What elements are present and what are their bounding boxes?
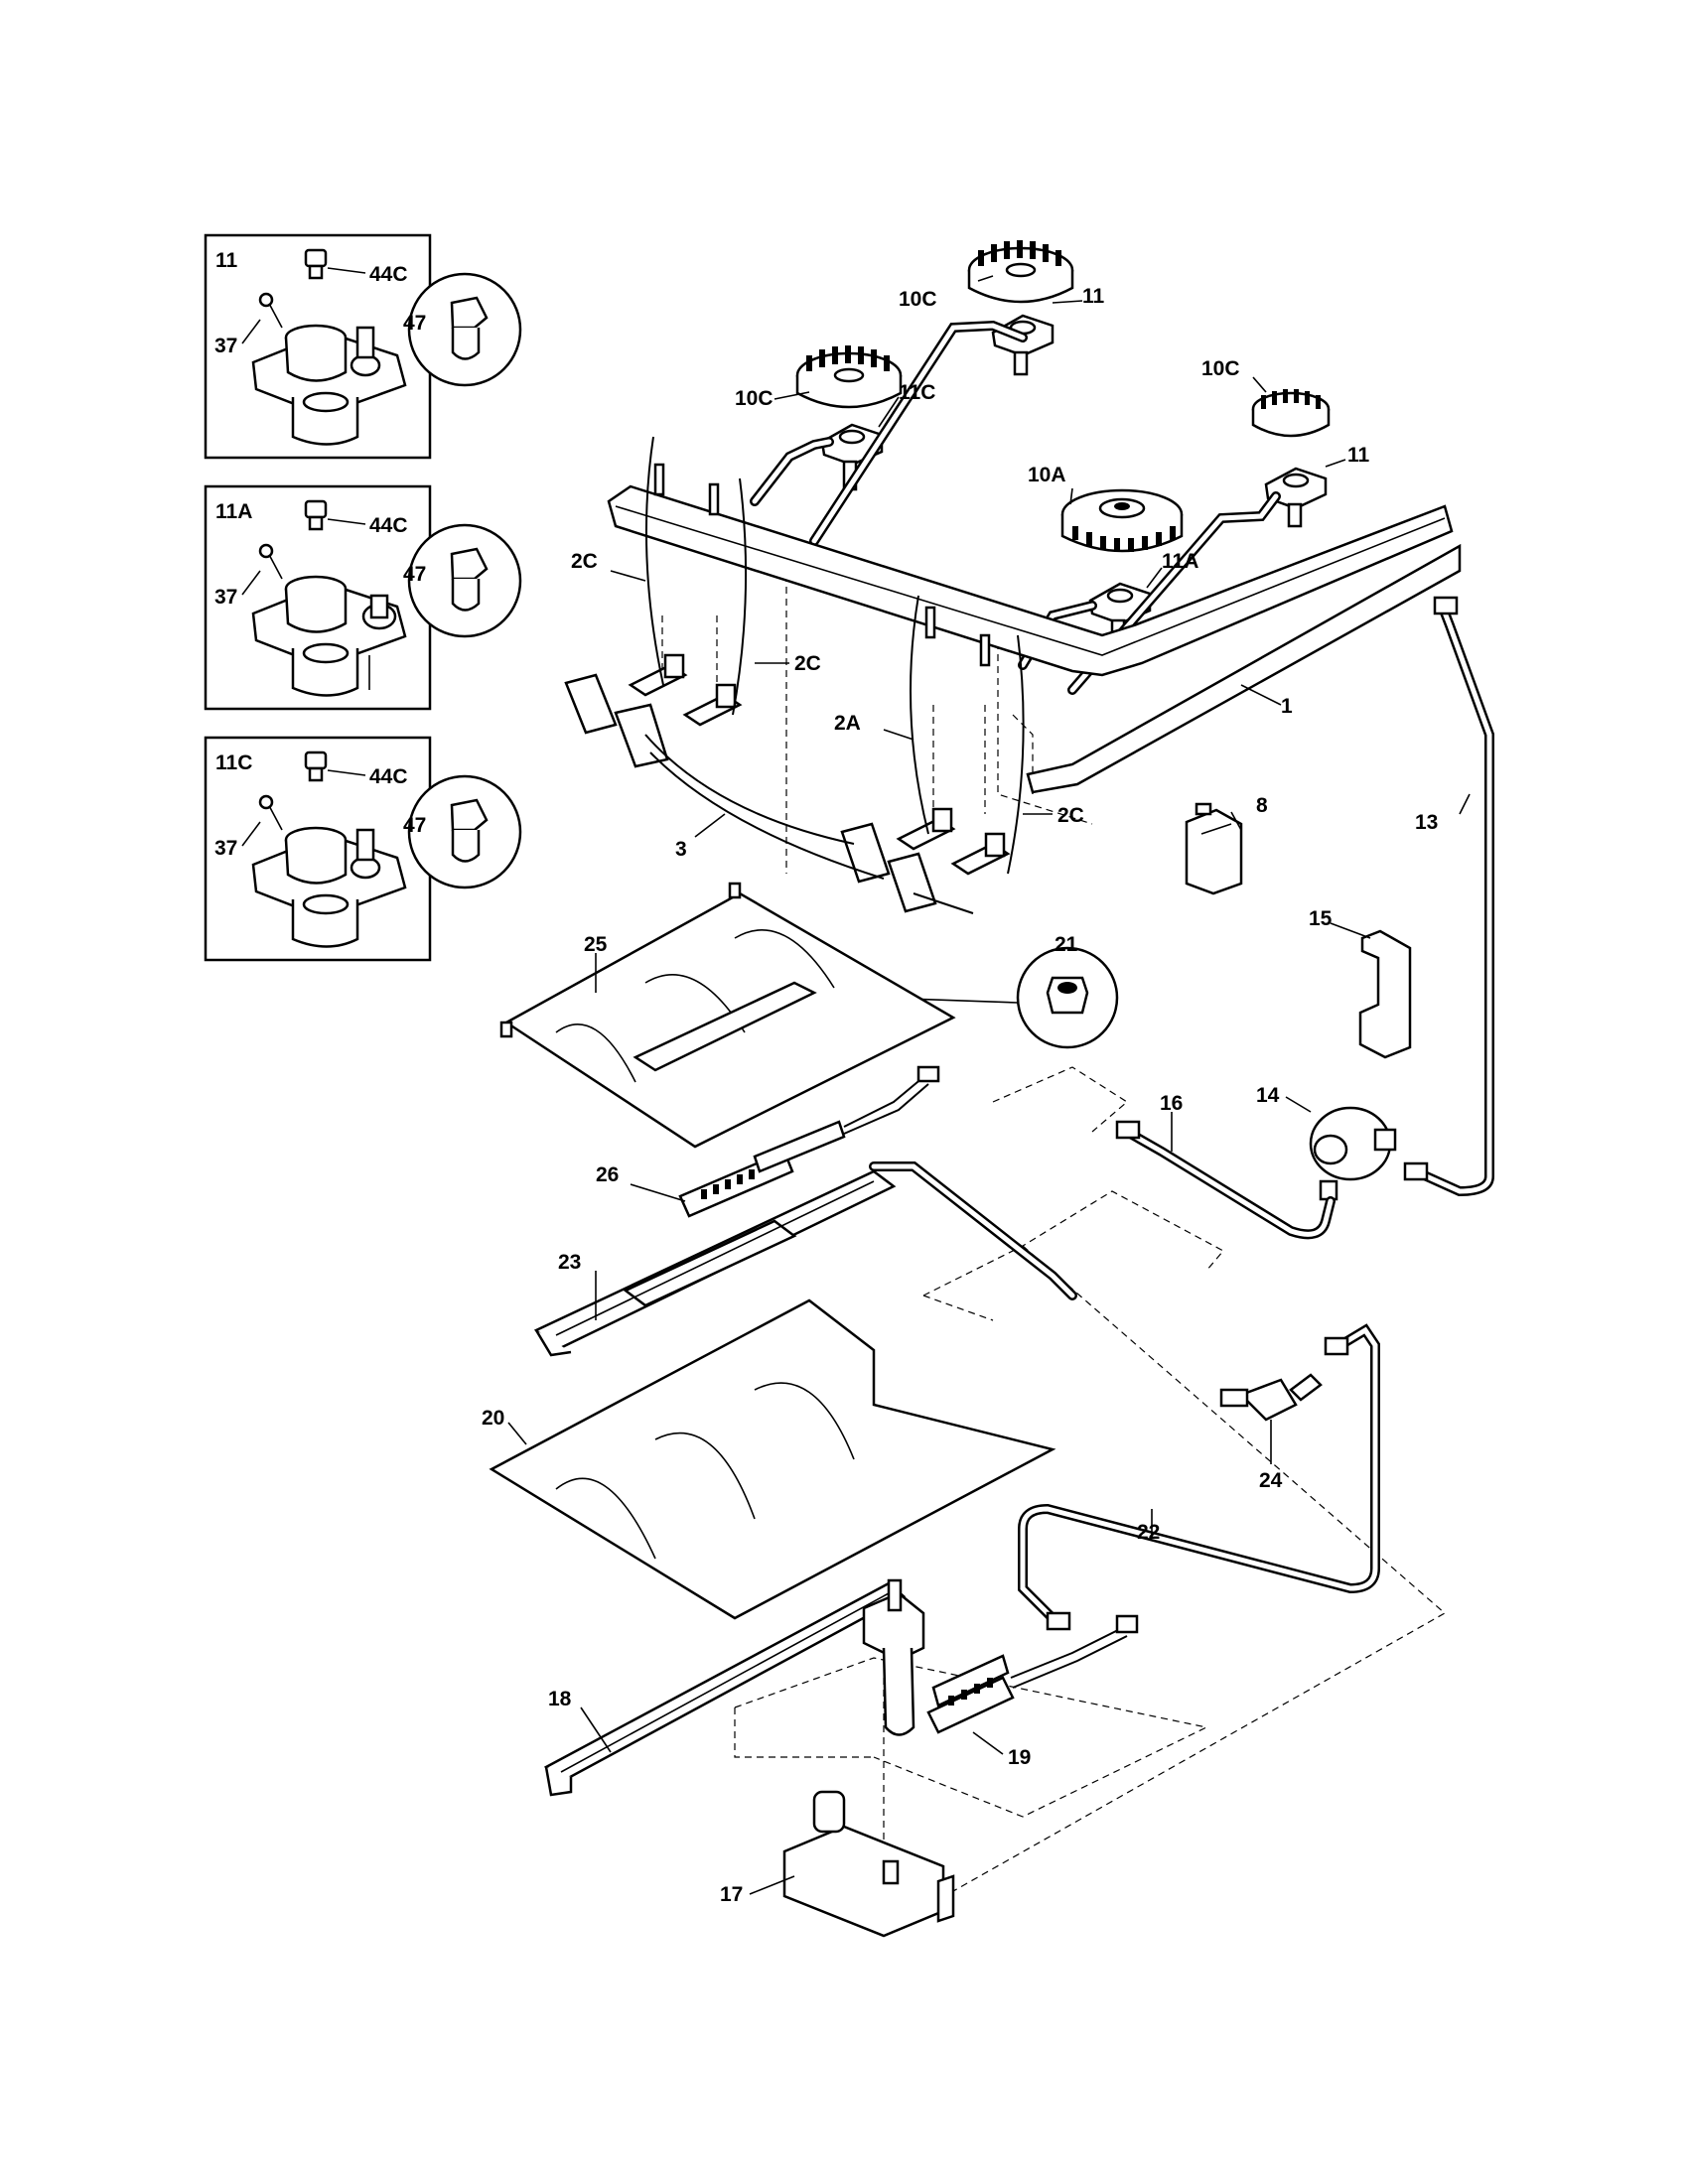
manifold-1 xyxy=(607,484,1462,794)
burner-cap-10c-top xyxy=(967,240,1074,304)
callout-21: 21 xyxy=(1055,933,1078,956)
gas-tube-22 xyxy=(1018,1323,1380,1631)
burner-cap-10c-right xyxy=(1251,389,1331,438)
inset-11c: 11C 44C 37 47 xyxy=(204,736,522,962)
callout-8: 8 xyxy=(1256,794,1268,817)
callout-25: 25 xyxy=(584,933,608,956)
callout-1: 1 xyxy=(1281,695,1293,718)
inset-11a-title: 11A xyxy=(215,500,252,523)
inset-11a-label-47: 47 xyxy=(403,563,426,586)
inset-11a: 11A 44C 37 47 xyxy=(204,484,522,711)
callout-20: 20 xyxy=(482,1407,504,1430)
callout-22: 22 xyxy=(1137,1521,1160,1544)
callout-17: 17 xyxy=(720,1883,743,1906)
orifice-24 xyxy=(1219,1373,1323,1422)
inset-11c-label-47: 47 xyxy=(403,814,426,837)
callout-10c-top: 10C xyxy=(899,288,937,311)
spark-module-8 xyxy=(1185,802,1243,895)
gas-tube-16 xyxy=(1115,1120,1336,1240)
wire-harness-3 xyxy=(564,673,974,914)
callout-11-right: 11 xyxy=(1347,444,1370,467)
callout-2c-middle: 2C xyxy=(794,652,821,675)
bake-shield-20 xyxy=(489,1298,1056,1620)
callout-11a: 11A xyxy=(1162,550,1198,573)
callout-15: 15 xyxy=(1309,907,1333,930)
bracket-15 xyxy=(1358,929,1412,1059)
igniter-26 xyxy=(678,1065,940,1218)
inset-11-title: 11 xyxy=(215,249,238,272)
callout-10c-right: 10C xyxy=(1201,357,1240,380)
callout-10a: 10A xyxy=(1028,464,1066,486)
callout-19: 19 xyxy=(1008,1746,1031,1769)
callout-labels: 10C 11 10C 11C 10C 11 10A 11A 2C 2C 2A 2… xyxy=(482,285,1438,1906)
bake-burner-23 xyxy=(533,1161,1077,1357)
ignition-wires xyxy=(644,436,1025,875)
callout-23: 23 xyxy=(558,1251,581,1274)
inset-11-label-44c: 44C xyxy=(369,263,408,286)
callout-2c-right: 2C xyxy=(1057,804,1084,827)
callout-14: 14 xyxy=(1256,1084,1280,1107)
callout-26: 26 xyxy=(596,1163,619,1186)
callout-3: 3 xyxy=(675,838,687,861)
assembly-guide-lines xyxy=(661,551,1447,1892)
callout-24: 24 xyxy=(1259,1469,1283,1492)
nut-21-callout xyxy=(715,946,1119,1049)
broil-burner-18 xyxy=(543,1578,925,1797)
gas-tube-13 xyxy=(1403,596,1494,1197)
callout-16: 16 xyxy=(1160,1092,1183,1115)
callout-11-top: 11 xyxy=(1082,285,1105,308)
inset-11c-label-37: 37 xyxy=(214,837,237,860)
valve-11-right xyxy=(1264,467,1328,528)
callout-18: 18 xyxy=(548,1688,572,1710)
callout-10c-left: 10C xyxy=(735,387,774,410)
broil-igniter-19 xyxy=(926,1614,1139,1734)
inset-11: 11 44C 37 47 xyxy=(204,233,522,460)
callout-11c: 11C xyxy=(899,381,935,404)
burner-cap-10a xyxy=(1060,488,1184,553)
oven-safety-valve-17 xyxy=(782,1790,955,1938)
burner-cap-10c-left xyxy=(795,345,903,409)
inset-11c-label-44c: 44C xyxy=(369,765,408,788)
inset-11-label-47: 47 xyxy=(403,312,426,335)
inset-11a-label-44c: 44C xyxy=(369,514,408,537)
heat-shield-25 xyxy=(499,882,956,1149)
inset-11c-title: 11C xyxy=(215,751,252,774)
callout-13: 13 xyxy=(1415,811,1438,834)
gas-tubes-top xyxy=(750,320,1281,695)
callout-2c-left: 2C xyxy=(571,550,598,573)
manifold-valves xyxy=(628,463,1011,876)
leader-lines xyxy=(507,275,1471,1895)
inset-11-label-37: 37 xyxy=(214,335,237,357)
callout-2a: 2A xyxy=(834,712,861,735)
pressure-regulator-14 xyxy=(1309,1106,1397,1201)
inset-11a-label-37: 37 xyxy=(214,586,237,609)
